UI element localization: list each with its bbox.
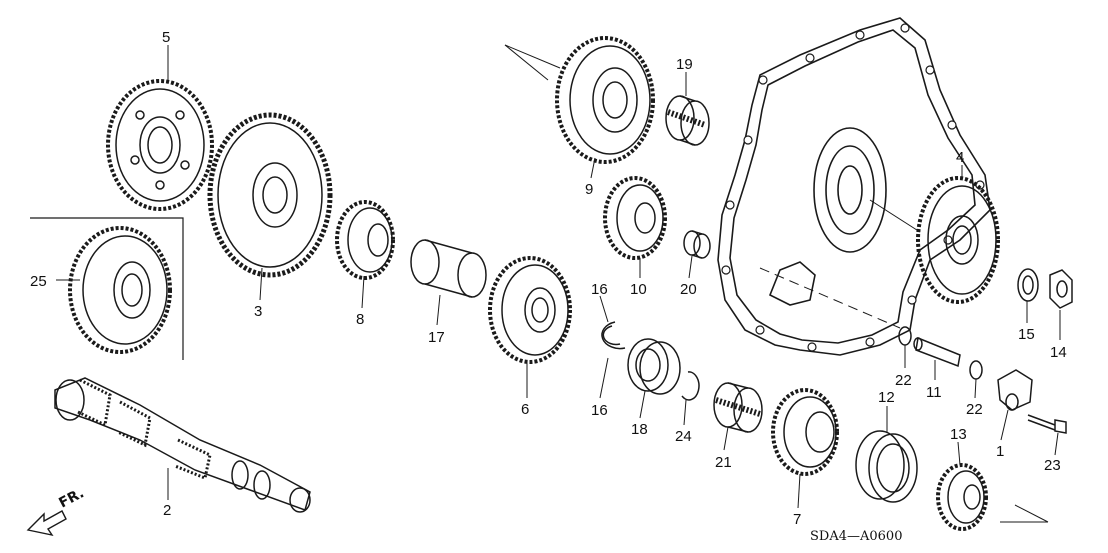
callout-18: 18 [631, 421, 648, 438]
fr-label: FR. [56, 485, 86, 511]
callout-21: 21 [715, 454, 732, 471]
callout-25: 25 [30, 273, 47, 290]
callouts: 5 3 25 8 17 2 9 19 10 20 6 16 16 18 24 2… [30, 29, 1067, 528]
part-13-gear [936, 463, 1049, 531]
callout-17: 17 [428, 329, 445, 346]
callout-3: 3 [254, 303, 262, 320]
part-14-nut [1049, 269, 1073, 309]
callout-12: 12 [878, 389, 895, 406]
part-25-gear [30, 217, 184, 360]
callout-6: 6 [521, 401, 529, 418]
callout-15: 15 [1018, 326, 1035, 343]
callout-13: 13 [950, 426, 967, 443]
diagram-code: SDA4—A0600 [810, 529, 902, 544]
part-23-bolt [1027, 414, 1067, 434]
part-16-snap-rings [601, 321, 626, 350]
part-9-gear [504, 36, 655, 164]
callout-1: 1 [996, 443, 1004, 460]
callout-22b: 22 [966, 401, 983, 418]
callout-14: 14 [1050, 344, 1067, 361]
part-4-hub [869, 176, 1000, 304]
part-15-washer [1017, 268, 1039, 302]
part-21-bearing [713, 382, 763, 433]
part-3-gear [207, 112, 333, 278]
callout-22a: 22 [895, 372, 912, 389]
front-arrow-icon: FR. [26, 485, 87, 537]
part-6-gear [488, 256, 572, 364]
callout-24: 24 [675, 428, 692, 445]
part-7-gear [771, 388, 839, 476]
part-17-sleeve [410, 239, 487, 298]
part-20-bearing [683, 230, 711, 259]
case-gasket [717, 17, 991, 356]
callout-10: 10 [630, 281, 647, 298]
callout-9: 9 [585, 181, 593, 198]
callout-11: 11 [926, 384, 942, 401]
part-18-bearing [627, 338, 681, 395]
callout-19: 19 [676, 56, 693, 73]
callout-16b: 16 [591, 402, 608, 419]
part-10-gear [603, 176, 667, 260]
callout-2: 2 [163, 502, 171, 519]
gasket-bolt-holes [721, 23, 985, 352]
callout-4: 4 [956, 149, 964, 166]
callout-8: 8 [356, 311, 364, 328]
part-8-gear [335, 200, 395, 280]
part-2-shaft [54, 377, 311, 513]
callout-23: 23 [1044, 457, 1061, 474]
part-12-sleeve [855, 430, 918, 503]
callout-16a: 16 [591, 281, 608, 298]
callout-20: 20 [680, 281, 697, 298]
part-24-circlip [681, 371, 700, 401]
part-1-bracket [997, 369, 1033, 411]
part-19-bearing [665, 95, 710, 146]
part-5-gear [106, 79, 214, 211]
leader-lines [56, 45, 1061, 509]
callout-7: 7 [793, 511, 801, 528]
part-11-pin [759, 267, 961, 368]
callout-5: 5 [162, 29, 170, 46]
